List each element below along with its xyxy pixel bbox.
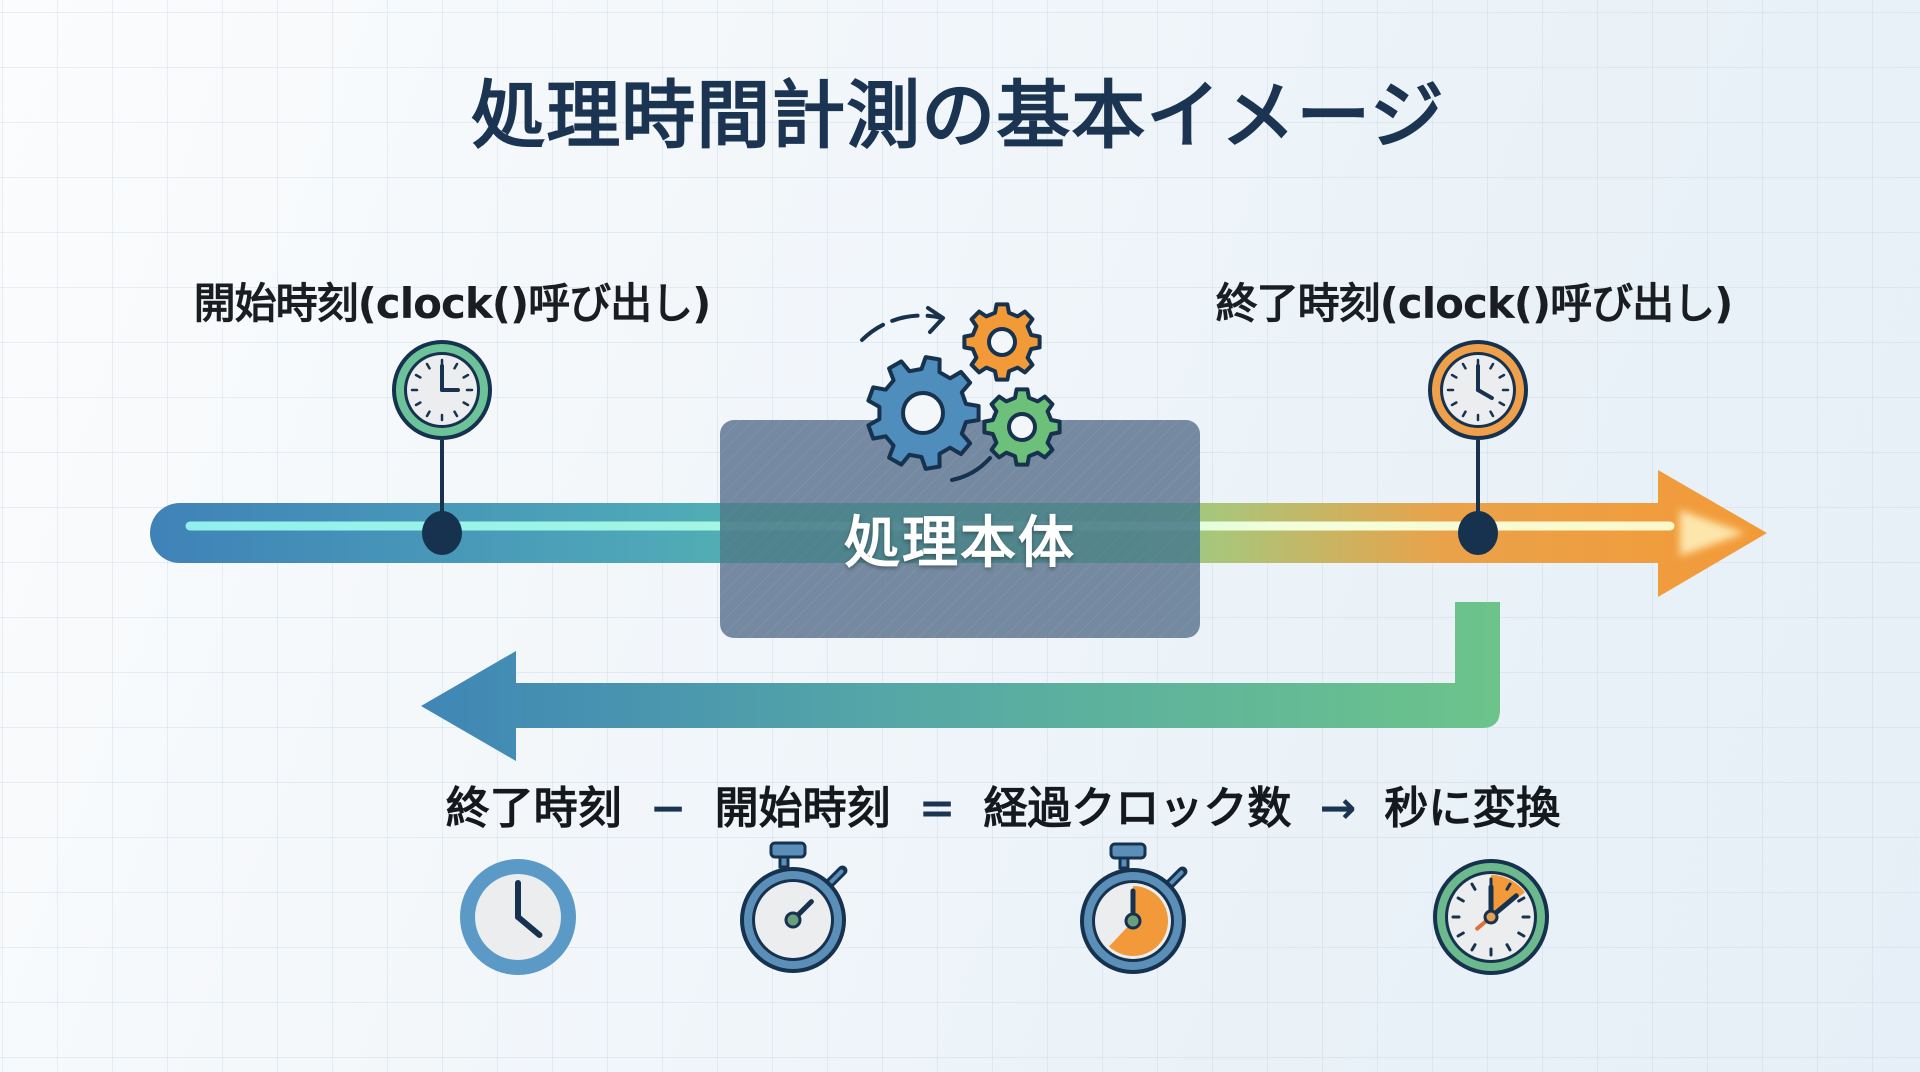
clock-tick <box>1498 401 1506 407</box>
process-box-hatch <box>720 420 1200 638</box>
clock-tick <box>425 362 431 370</box>
clock-tick <box>1517 931 1526 938</box>
clock-tick <box>1517 896 1526 903</box>
formula-term: 秒に変換 <box>1384 783 1561 834</box>
end-clock-icon <box>1428 340 1528 440</box>
clock-seconds-icon <box>1433 859 1549 975</box>
clock-tick <box>1456 896 1465 903</box>
clock-tick <box>1470 943 1477 952</box>
process-box-bar-overlay <box>720 503 1200 563</box>
end-marker <box>1458 440 1498 555</box>
formula-term: 終了時刻 <box>445 783 622 834</box>
formula-operator: = <box>918 783 956 834</box>
rotation-arc-bottom <box>950 456 992 482</box>
bottom-icons <box>460 841 1549 975</box>
clock-tick <box>462 373 470 379</box>
stopwatch-side-button-fill <box>826 869 844 887</box>
clock-tick <box>462 401 470 407</box>
formula: 終了時刻−開始時刻 = 経過クロック数 → 秒に変換 <box>43 772 1920 836</box>
return-arrow <box>421 602 1500 761</box>
clock-tick <box>1489 410 1495 418</box>
stopwatch-button <box>769 841 807 859</box>
clock-hour-hand <box>1476 388 1494 400</box>
start-marker-dot <box>422 511 462 555</box>
process-body-label: 処理本体 <box>844 511 1076 576</box>
process-box <box>720 420 1200 638</box>
rotation-arrow-arc <box>860 313 944 342</box>
stopwatch-pivot <box>784 911 802 929</box>
formula-operator: − <box>649 783 687 834</box>
clock-hour-hand <box>515 914 543 938</box>
elapsed-wedge <box>1491 875 1525 917</box>
start-time-label: 開始時刻(clock()呼び出し) <box>193 279 712 328</box>
clock-tick <box>1461 410 1467 418</box>
blue-gear-icon <box>866 355 981 471</box>
formula-term: 開始時刻 <box>714 783 891 834</box>
clock-tick <box>1505 882 1512 891</box>
clock-tick <box>453 410 459 418</box>
gear-hole <box>901 391 945 435</box>
start-marker <box>422 440 462 555</box>
return-arrow-shape <box>421 602 1500 761</box>
clock-tick <box>425 410 431 418</box>
clock-tick <box>1461 362 1467 370</box>
orange-gear-icon <box>962 302 1042 382</box>
formula-operator: → <box>1319 783 1357 834</box>
green-gear-icon <box>982 387 1062 467</box>
clock-icon <box>460 859 576 975</box>
page-title: 処理時間計測の基本イメージ <box>471 73 1445 159</box>
clock-tick <box>1450 401 1458 407</box>
clock-tick <box>1489 362 1495 370</box>
gears-icon <box>860 302 1062 482</box>
end-marker-dot <box>1458 511 1498 555</box>
stopwatch-elapsed-icon <box>1080 842 1188 974</box>
stopwatch-icon <box>740 841 848 973</box>
stopwatch-button <box>1109 842 1147 860</box>
gear-hole <box>987 327 1017 357</box>
rotation-arrow-head <box>926 306 945 334</box>
clock-tick <box>1456 931 1465 938</box>
end-time-label: 終了時刻(clock()呼び出し) <box>1215 279 1734 328</box>
stopwatch-side-button-fill <box>1166 870 1184 888</box>
stopwatch-pivot <box>1124 912 1142 930</box>
clock-tick <box>1470 882 1477 891</box>
arrowhead-glow <box>1680 510 1745 556</box>
formula-term: 経過クロック数 <box>983 783 1292 834</box>
clock-tick <box>414 373 422 379</box>
clock-tick <box>1498 373 1506 379</box>
clock-tick <box>414 401 422 407</box>
clock-pivot <box>1483 909 1499 925</box>
start-clock-icon <box>392 340 492 440</box>
gear-hole <box>1007 412 1037 442</box>
clock-tick <box>1450 373 1458 379</box>
clock-tick <box>1505 943 1512 952</box>
clock-tick <box>453 362 459 370</box>
